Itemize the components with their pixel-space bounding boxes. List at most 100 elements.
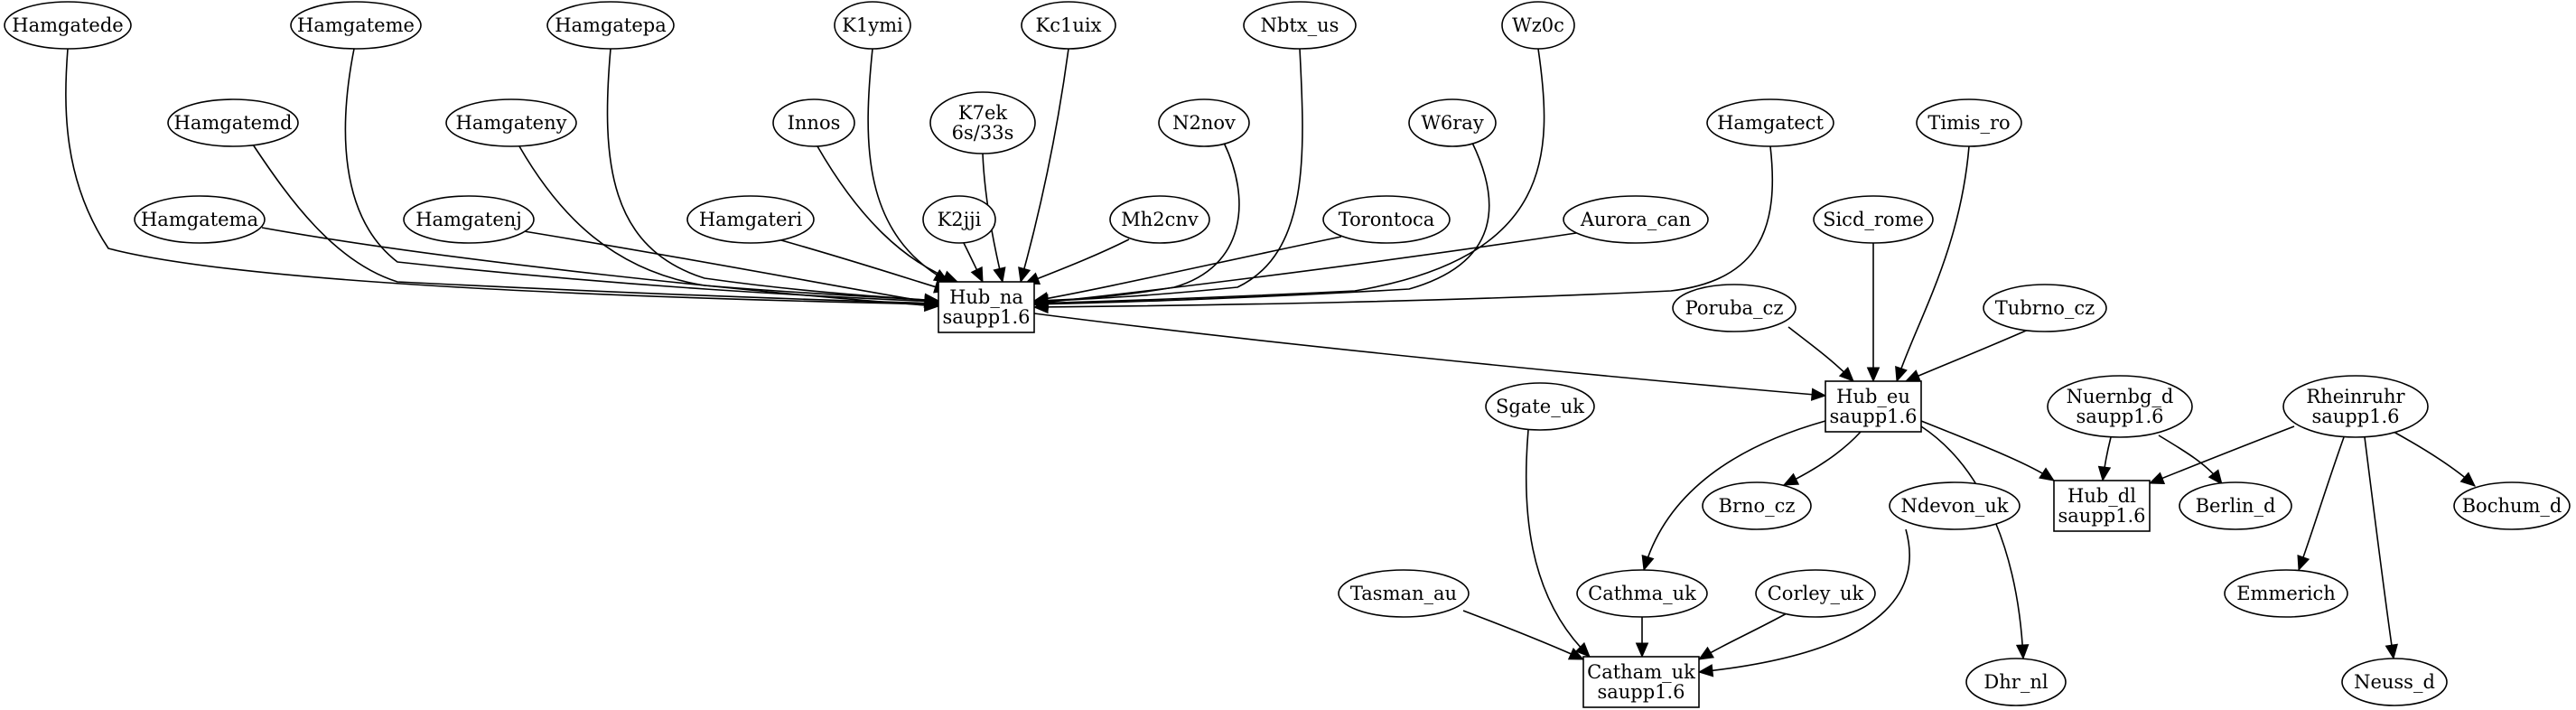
node-mh2cnv[interactable]: Mh2cnv (1109, 195, 1210, 244)
node-ellipse (2282, 375, 2429, 438)
node-hamgatema[interactable]: Hamgatema (134, 195, 266, 244)
node-ellipse (2453, 481, 2571, 530)
arrowhead (923, 294, 940, 308)
node-label: saupp1.6 (2311, 406, 2399, 427)
node-hamgatemd[interactable]: Hamgatemd (167, 98, 299, 147)
node-hamgatede[interactable]: Hamgatede (4, 1, 132, 50)
edge-line (817, 145, 958, 283)
edge-line (1698, 528, 1910, 673)
arrowhead (1810, 388, 1827, 401)
node-dhr_nl[interactable]: Dhr_nl (1965, 658, 2067, 706)
node-poruba_cz[interactable]: Poruba_cz (1672, 284, 1797, 332)
edge-line (65, 48, 939, 305)
node-tasman_au[interactable]: Tasman_au (1338, 569, 1470, 618)
edge-cathma_uk-to-catham_uk (1635, 617, 1649, 659)
node-k2jji[interactable]: K2jji (922, 195, 996, 244)
node-ellipse (1243, 1, 1357, 50)
node-brno_cz[interactable]: Brno_cz (1702, 481, 1812, 530)
node-label: Dhr_nl (1983, 671, 2048, 693)
node-hamgateny[interactable]: Hamgateny (445, 98, 577, 147)
arrowhead (1641, 555, 1655, 572)
node-k1ymi[interactable]: K1ymi (834, 1, 911, 50)
node-label: Sgate_uk (1496, 396, 1584, 417)
node-bochum_d[interactable]: Bochum_d (2453, 481, 2571, 530)
node-berlin_d[interactable]: Berlin_d (2179, 481, 2292, 530)
node-sicd_rome[interactable]: Sicd_rome (1813, 195, 1934, 244)
edge-line (1033, 236, 1342, 302)
node-label: Kc1uix (1036, 14, 1102, 36)
edge-hub_eu-to-brno_cz (1782, 431, 1862, 486)
node-label: Aurora_can (1580, 209, 1691, 230)
node-label: 6s/33s (952, 122, 1014, 144)
edge-corley_uk-to-catham_uk (1697, 612, 1789, 660)
node-ndevon_uk[interactable]: Ndevon_uk (1889, 481, 2021, 530)
node-ellipse (1672, 284, 1797, 332)
node-label: Cathma_uk (1588, 583, 1696, 604)
arrowhead (941, 270, 959, 284)
edge-line (261, 227, 939, 307)
edge-tubrno_cz-to-hub_eu (1904, 327, 2033, 382)
edge-line (1896, 145, 1970, 382)
node-hamgatepa[interactable]: Hamgatepa (546, 1, 675, 50)
node-label: Hamgateme (297, 14, 415, 36)
node-sgate_uk[interactable]: Sgate_uk (1485, 382, 1595, 431)
node-n2nov[interactable]: N2nov (1158, 98, 1250, 147)
node-kc1uix[interactable]: Kc1uix (1021, 1, 1116, 50)
node-cathma_uk[interactable]: Cathma_uk (1576, 569, 1708, 618)
node-ellipse (1889, 481, 2021, 530)
node-innos[interactable]: Innos (772, 98, 855, 147)
node-hamgatect[interactable]: Hamgatect (1706, 98, 1834, 147)
node-nbtx_us[interactable]: Nbtx_us (1243, 1, 1357, 50)
node-timis_ro[interactable]: Timis_ro (1916, 98, 2022, 147)
node-hamgateri[interactable]: Hamgateri (686, 195, 815, 244)
node-label: Nbtx_us (1261, 14, 1339, 36)
node-aurora_can[interactable]: Aurora_can (1563, 195, 1709, 244)
edge-nbtx_us-to-hub_na (1032, 48, 1303, 308)
node-ellipse (1916, 98, 2022, 147)
node-layer: Hamgatede Hamgateme Hamgatepa K1ymi Kc1uix Nb… (4, 1, 2571, 708)
node-torontoca[interactable]: Torontoca (1322, 195, 1451, 244)
node-label: K7ek (958, 102, 1007, 124)
arrowhead (1904, 369, 1922, 382)
arrowhead (1635, 642, 1649, 659)
edge-hub_na-to-hub_eu (1033, 313, 1827, 401)
edge-hub_eu-to-cathma_uk (1641, 420, 1826, 572)
node-neuss_d[interactable]: Neuss_d (2341, 658, 2448, 706)
arrowhead (1032, 295, 1050, 309)
edge-line (344, 48, 939, 303)
node-ellipse (445, 98, 577, 147)
node-tubrno_cz[interactable]: Tubrno_cz (1983, 284, 2107, 332)
edge-timis_ro-to-hub_eu (1895, 145, 1970, 383)
node-label: Wz0c (1512, 14, 1564, 36)
node-ellipse (134, 195, 266, 244)
node-w6ray[interactable]: W6ray (1408, 98, 1497, 147)
edge-aurora_can-to-hub_na (1032, 232, 1577, 309)
node-ellipse (1706, 98, 1834, 147)
edge-line (1024, 238, 1130, 285)
node-wz0c[interactable]: Wz0c (1501, 1, 1575, 50)
node-emmerich[interactable]: Emmerich (2224, 569, 2348, 618)
edge-line (1920, 420, 2055, 481)
node-hamgateme[interactable]: Hamgateme (290, 1, 422, 50)
edge-hamgatenj-to-hub_na (523, 230, 940, 308)
node-corley_uk[interactable]: Corley_uk (1755, 569, 1876, 618)
node-label: saupp1.6 (942, 306, 1030, 328)
node-ellipse (1338, 569, 1470, 618)
node-hamgatenj[interactable]: Hamgatenj (403, 195, 535, 244)
node-box (938, 281, 1035, 333)
node-label: Corley_uk (1768, 583, 1864, 604)
node-label: Berlin_d (2196, 495, 2276, 517)
node-label: saupp1.6 (1597, 681, 1685, 703)
arrowhead (1567, 648, 1585, 660)
edge-line (1905, 327, 2033, 382)
node-label: Hub_na (949, 286, 1023, 308)
node-label: Hamgateri (699, 209, 803, 230)
arrowhead (2207, 469, 2223, 485)
